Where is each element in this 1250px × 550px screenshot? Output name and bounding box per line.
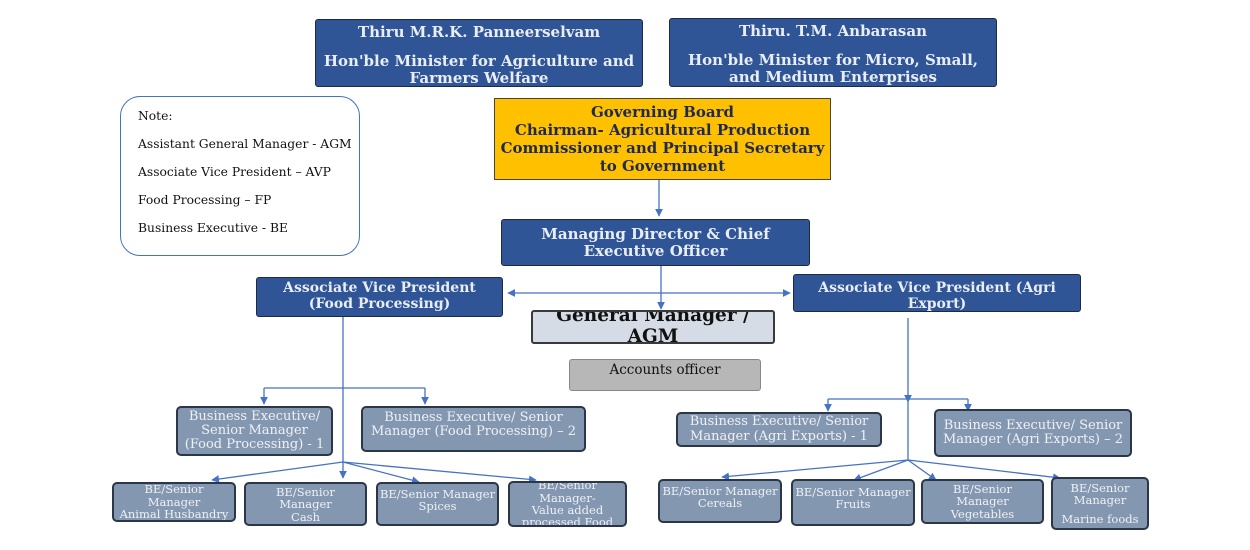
agri-unit-title: BE/Senior Manager [662, 484, 778, 498]
agri-unit-subject: Marine foods [1061, 511, 1139, 526]
arrow-to-agri-unit-4 [907, 459, 1061, 482]
note-item: Food Processing – FP [138, 193, 272, 207]
avp-food-label: Associate Vice President (Food Processin… [283, 280, 476, 312]
agri-unit-marine-foods: BE/Senior Manager Marine foods [1051, 477, 1149, 530]
governing-board-line: Commissioner and Principal Secretary [500, 139, 825, 157]
managing-director-label: Managing Director & Chief Executive Offi… [541, 224, 770, 260]
food-unit-subject: Animal Husbandry [119, 507, 229, 522]
note-item: Business Executive - BE [138, 221, 289, 235]
avp-agri-box: Associate Vice President (Agri Export) [793, 274, 1081, 312]
agri-unit-title: BE/Senior Manager [1070, 481, 1130, 508]
food-unit-subject: Spices [418, 499, 457, 514]
note-title: Note: [138, 109, 173, 123]
food-exec-2-box: Business Executive/ Senior Manager (Food… [361, 406, 586, 452]
food-unit-title: BE/Senior Manager [144, 482, 204, 509]
minister-agriculture-role: Hon'ble Minister for Agriculture and Far… [323, 51, 635, 87]
food-unit-title: BE/Senior Manager- [538, 481, 597, 505]
note-box: Note: Assistant General Manager - AGM As… [120, 96, 360, 256]
arrow-to-agri-unit-1 [721, 459, 909, 481]
arrow-to-food-unit-1 [211, 461, 344, 483]
minister-msme-box: Thiru. T.M. Anbarasan Hon'ble Minister f… [669, 18, 997, 87]
agri-unit-cereals: BE/Senior Manager Cereals [658, 479, 782, 523]
governing-board-box: Governing Board Chairman- Agricultural P… [494, 98, 831, 180]
food-unit-title: BE/Senior Manager [276, 485, 335, 512]
agri-unit-subject: Cereals [697, 496, 743, 511]
agri-exec-2-box: Business Executive/ Senior Manager (Agri… [934, 409, 1132, 457]
arrow-to-food-unit-4 [342, 461, 537, 484]
food-unit-spices: BE/Senior Manager Spices [376, 482, 499, 526]
minister-agriculture-name: Thiru M.R.K. Panneerselvam [357, 23, 601, 41]
avp-food-box: Associate Vice President (Food Processin… [256, 277, 503, 317]
governing-board-line: Governing Board [591, 103, 734, 121]
agri-unit-subject: Fruits [835, 497, 871, 512]
governing-board-line: Chairman- Agricultural Production [514, 121, 811, 139]
managing-director-box: Managing Director & Chief Executive Offi… [501, 219, 810, 266]
minister-agriculture-box: Thiru M.R.K. Panneerselvam Hon'ble Minis… [315, 19, 643, 87]
agri-exec-1-box: Business Executive/ Senior Manager (Agri… [676, 412, 882, 447]
accounts-officer-label: Accounts officer [609, 362, 721, 378]
governing-board-line: to Government [599, 157, 726, 175]
agri-unit-fruits: BE/Senior Manager Fruits [791, 479, 915, 526]
food-unit-value-added: BE/Senior Manager- Value added processed… [508, 481, 627, 527]
food-unit-subject: Value added processed Food [521, 503, 614, 527]
food-unit-title: BE/Senior Manager [379, 487, 496, 501]
note-item: Associate Vice President – AVP [138, 165, 331, 179]
agri-exec-1-label: Business Executive/ Senior Manager (Agri… [689, 414, 869, 444]
food-unit-subject: Cash [291, 509, 320, 524]
food-exec-2-label: Business Executive/ Senior Manager (Food… [370, 410, 577, 440]
agri-exec-2-label: Business Executive/ Senior Manager (Agri… [942, 417, 1124, 447]
food-unit-cash: BE/Senior Manager Cash [244, 482, 367, 526]
food-exec-1-box: Business Executive/ Senior Manager (Food… [176, 406, 333, 456]
general-manager-label: General Manager / AGM [556, 310, 750, 344]
food-unit-animal-husbandry: BE/Senior Manager Animal Husbandry [112, 482, 236, 522]
arrow-to-agri-unit-2 [853, 459, 909, 482]
agri-unit-title: BE/Senior Manager [795, 485, 911, 499]
avp-agri-label: Associate Vice President (Agri Export) [818, 280, 1056, 312]
agri-unit-title: BE/Senior Manager [953, 482, 1012, 509]
food-exec-1-label: Business Executive/ Senior Manager (Food… [184, 408, 325, 453]
arrow-to-food-unit-3 [342, 461, 420, 484]
minister-msme-name: Thiru. T.M. Anbarasan [739, 22, 927, 40]
accounts-officer-box: Accounts officer [569, 359, 761, 391]
note-item: Assistant General Manager - AGM [138, 137, 352, 151]
minister-msme-role: Hon'ble Minister for Micro, Small, and M… [688, 50, 978, 86]
agri-unit-subject: Vegetables [950, 506, 1015, 521]
general-manager-box: General Manager / AGM [531, 310, 775, 344]
agri-unit-vegetables: BE/Senior Manager Vegetables [921, 479, 1044, 524]
arrow-to-agri-unit-3 [907, 459, 937, 481]
